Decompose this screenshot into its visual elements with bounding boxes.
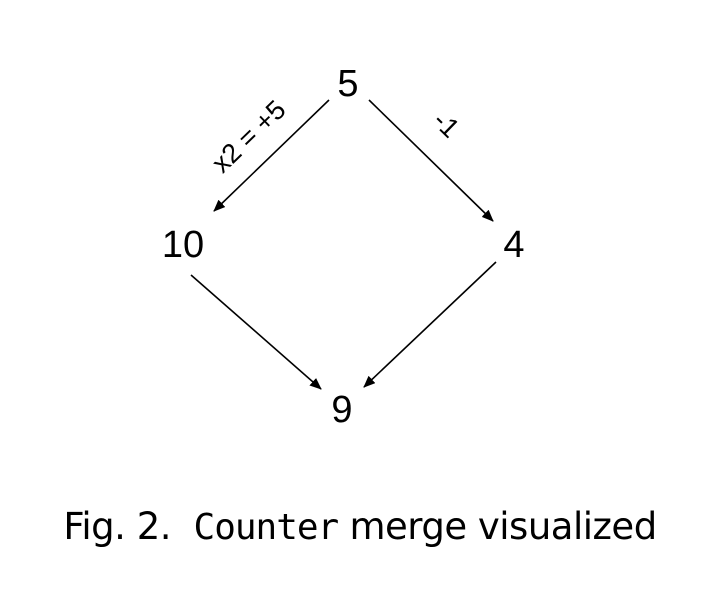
- caption-suffix: merge visualized: [338, 505, 657, 548]
- node-right: 4: [503, 224, 524, 266]
- node-top: 5: [337, 63, 358, 105]
- node-bottom: 9: [331, 389, 352, 431]
- caption-code: Counter: [193, 507, 340, 548]
- edge-5-to-4: [368, 99, 494, 222]
- edge-4-to-9: [363, 261, 497, 388]
- caption-prefix: Fig. 2.: [63, 505, 194, 548]
- figure-caption: Fig. 2. Counter merge visualized: [0, 505, 720, 548]
- edge-label-decrement: -1: [427, 105, 465, 143]
- edge-label-double: x2 = +5: [206, 94, 292, 178]
- node-left: 10: [162, 224, 204, 266]
- edge-5-to-10: [213, 99, 330, 212]
- edge-10-to-9: [190, 274, 322, 390]
